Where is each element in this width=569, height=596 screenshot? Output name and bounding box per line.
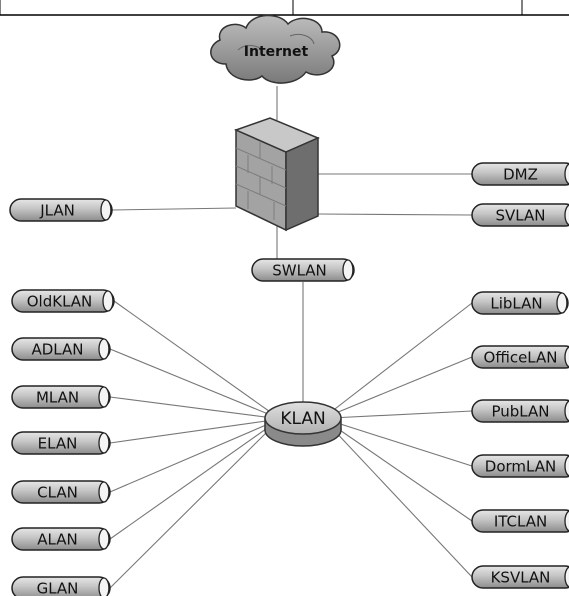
klan-link-clan [109, 421, 274, 493]
klan-link-glan [109, 425, 274, 589]
segment-svlan: SVLAN [471, 203, 569, 227]
klan-label: KLAN [280, 409, 325, 429]
segment-jlan: JLAN [9, 198, 113, 222]
klan-link-publan [330, 410, 473, 419]
segment-alan: ALAN [11, 527, 111, 551]
segment-label: ALAN [37, 531, 77, 549]
segment-dormlan: DormLAN [471, 454, 569, 478]
segment-oldklan: OldKLAN [11, 289, 115, 313]
klan-hub: KLAN [264, 401, 342, 447]
segment-label: DMZ [503, 166, 538, 184]
firewall-jlan-link [111, 207, 237, 211]
klan-link-mlan [109, 396, 274, 419]
segment-label: ITCLAN [494, 513, 547, 531]
klan-link-liblan [330, 302, 473, 413]
segment-dmz: DMZ [471, 162, 569, 186]
internet-cloud: Internet [210, 14, 341, 84]
segment-clan: CLAN [11, 480, 111, 504]
segment-mlan: MLAN [11, 385, 111, 409]
link-lines [109, 86, 473, 589]
segment-officelan: OfficeLAN [471, 345, 569, 369]
klan-link-ksvlan [330, 426, 473, 578]
segment-label: OldKLAN [27, 293, 93, 311]
segment-label: LibLAN [490, 295, 542, 313]
klan-link-itclan [330, 423, 473, 522]
internet-label: Internet [244, 44, 309, 60]
segment-swlan: SWLAN [251, 258, 355, 282]
klan-link-dormlan [330, 420, 473, 467]
segment-label: PubLAN [492, 403, 550, 421]
segment-label: ELAN [38, 435, 78, 453]
top-frame [0, 0, 569, 16]
firewall-svlan-link [317, 213, 473, 216]
firewall-icon [233, 117, 320, 232]
segment-itclan: ITCLAN [471, 509, 569, 533]
segment-label: SWLAN [272, 262, 327, 280]
klan-link-officelan [330, 356, 473, 416]
segment-label: DormLAN [485, 458, 556, 476]
segment-label: MLAN [36, 389, 79, 407]
segment-label: ADLAN [32, 341, 84, 359]
segment-label: JLAN [39, 202, 75, 220]
segment-liblan: LibLAN [471, 291, 569, 315]
segment-label: CLAN [37, 484, 78, 502]
segment-label: GLAN [37, 580, 79, 596]
segment-pipes: JLAN DMZ SVLAN SWLAN OldKLAN ADLAN MLAN ELAN CLA… [9, 162, 569, 596]
klan-link-alan [109, 423, 274, 540]
segment-glan: GLAN [11, 576, 111, 596]
segment-publan: PubLAN [471, 399, 569, 423]
klan-link-adlan [109, 348, 274, 417]
segment-elan: ELAN [11, 431, 111, 455]
segment-label: KSVLAN [491, 569, 551, 587]
klan-link-oldklan [113, 300, 274, 415]
segment-label: SVLAN [496, 207, 546, 225]
klan-link-elan [109, 419, 274, 444]
segment-adlan: ADLAN [11, 337, 111, 361]
segment-ksvlan: KSVLAN [471, 565, 569, 589]
segment-label: OfficeLAN [484, 349, 558, 367]
